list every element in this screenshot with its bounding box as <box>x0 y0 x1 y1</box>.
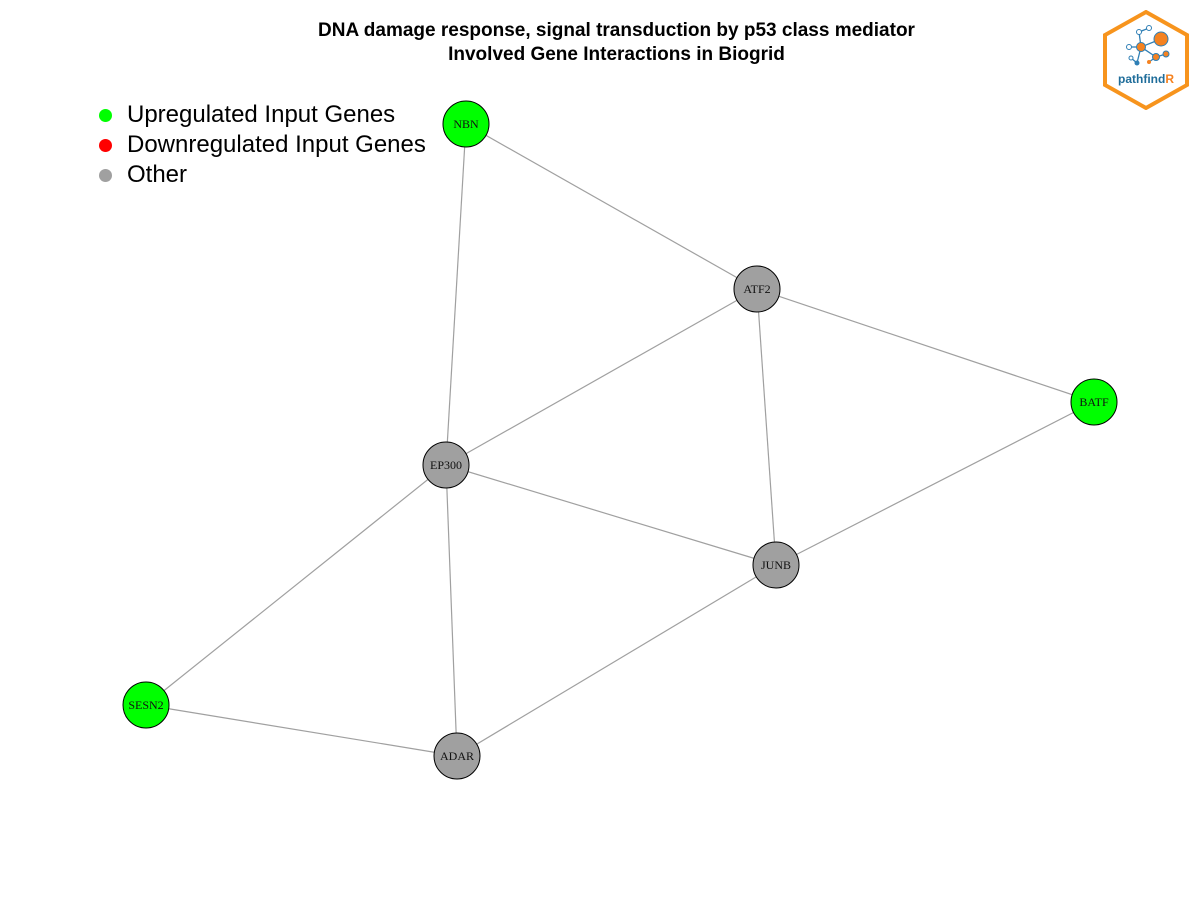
node-nbn: NBN <box>442 100 490 148</box>
edge-nbn-ep300 <box>445 123 467 466</box>
node-label-adar: ADAR <box>440 749 474 763</box>
logo-hexagon <box>1103 10 1189 110</box>
legend-item-upregulated: Upregulated Input Genes <box>96 100 426 130</box>
node-label-nbn: NBN <box>453 117 479 131</box>
node-label-sesn2: SESN2 <box>128 698 163 712</box>
logo-network-nodes <box>1126 25 1170 66</box>
legend-label-upregulated: Upregulated Input Genes <box>127 101 396 128</box>
legend-item-downregulated: Downregulated Input Genes <box>96 130 426 160</box>
logo-text-accent: R <box>1165 72 1174 86</box>
edge-sesn2-adar <box>145 704 458 757</box>
edge-batf-junb <box>775 401 1095 566</box>
node-circle-adar <box>433 732 481 780</box>
node-label-atf2: ATF2 <box>743 282 770 296</box>
legend-dot-downregulated <box>99 138 112 152</box>
node-adar: ADAR <box>433 732 481 780</box>
node-label-ep300: EP300 <box>430 458 462 472</box>
edge-atf2-batf <box>756 288 1095 403</box>
network-edges <box>145 123 1095 757</box>
edge-nbn-atf2 <box>465 123 758 290</box>
node-batf: BATF <box>1070 378 1118 426</box>
edge-ep300-sesn2 <box>145 464 447 706</box>
node-junb: JUNB <box>752 541 800 589</box>
node-circle-junb <box>752 541 800 589</box>
legend-dot-other <box>99 168 112 182</box>
node-circle-sesn2 <box>122 681 170 729</box>
chart-title-line-2: Involved Gene Interactions in Biogrid <box>448 44 785 65</box>
legend: Upregulated Input Genes Downregulated In… <box>96 100 426 190</box>
legend-label-downregulated: Downregulated Input Genes <box>127 131 426 158</box>
node-circle-nbn <box>442 100 490 148</box>
node-circle-batf <box>1070 378 1118 426</box>
logo-text-plain: pathfind <box>1118 72 1165 86</box>
legend-item-other: Other <box>96 160 426 190</box>
node-circle-ep300 <box>422 441 470 489</box>
pathfindr-logo: pathfindR <box>1103 10 1189 110</box>
node-circle-atf2 <box>733 265 781 313</box>
edge-ep300-adar <box>445 464 458 757</box>
logo-text: pathfindR <box>1118 72 1174 86</box>
legend-label-other: Other <box>127 161 188 188</box>
node-label-junb: JUNB <box>761 558 791 572</box>
edge-junb-adar <box>456 564 777 757</box>
node-sesn2: SESN2 <box>122 681 170 729</box>
chart-title-line-1: DNA damage response, signal transduction… <box>318 20 915 41</box>
legend-dot-upregulated <box>99 108 112 122</box>
node-ep300: EP300 <box>422 441 470 489</box>
node-atf2: ATF2 <box>733 265 781 313</box>
edge-atf2-junb <box>756 288 777 566</box>
edge-atf2-ep300 <box>445 288 758 466</box>
node-label-batf: BATF <box>1079 395 1109 409</box>
edge-ep300-junb <box>445 464 777 566</box>
